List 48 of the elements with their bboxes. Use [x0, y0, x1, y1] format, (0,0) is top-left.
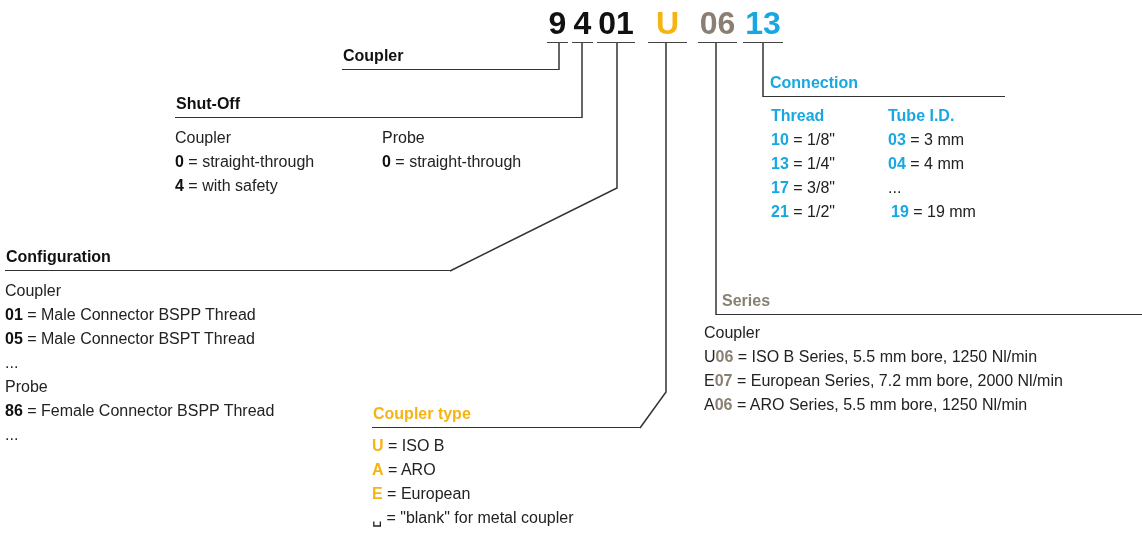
- code-description: 01 = Male Connector BSPP Thread: [5, 305, 256, 325]
- code-description: 21 = 1/2": [771, 202, 835, 222]
- code-description: 0 = straight-through: [382, 152, 522, 172]
- code-description: ...: [5, 353, 19, 373]
- code-description: 4 = with safety: [175, 176, 278, 196]
- section-heading: Connection: [763, 73, 1005, 97]
- code-character: 13: [743, 5, 783, 43]
- code-description: 0 = straight-through: [175, 152, 315, 172]
- column-heading: Tube I.D.: [888, 106, 955, 126]
- section-heading: Coupler: [342, 46, 559, 70]
- code-character: 06: [698, 5, 737, 43]
- code-description: 04 = 4 mm: [888, 154, 965, 174]
- code-description: E07 = European Series, 7.2 mm bore, 2000 Nl/min: [704, 371, 1063, 391]
- code-description: E = European: [372, 484, 471, 504]
- leader-line: [715, 42, 717, 316]
- leader-line: [762, 42, 764, 98]
- code-description: ...: [888, 178, 902, 198]
- code-character: 9: [547, 5, 568, 43]
- section-heading: Configuration: [5, 247, 450, 271]
- code-description: A06 = ARO Series, 5.5 mm bore, 1250 Nl/min: [704, 395, 1028, 415]
- section-heading: Shut-Off: [175, 94, 582, 118]
- code-description: 13 = 1/4": [771, 154, 835, 174]
- leader-line: [449, 42, 618, 272]
- code-description: Probe: [5, 377, 48, 397]
- code-character: 01: [597, 5, 635, 43]
- column-heading: Thread: [771, 106, 825, 126]
- code-description: U06 = ISO B Series, 5.5 mm bore, 1250 Nl/min: [704, 347, 1038, 367]
- code-description: U = ISO B: [372, 436, 445, 456]
- code-description: A = ARO: [372, 460, 436, 480]
- code-description: 19 = 19 mm: [891, 202, 976, 222]
- code-description: 03 = 3 mm: [888, 130, 965, 150]
- code-description: 10 = 1/8": [771, 130, 835, 150]
- code-description: 05 = Male Connector BSPT Thread: [5, 329, 255, 349]
- code-description: 86 = Female Connector BSPP Thread: [5, 401, 275, 421]
- code-description: ...: [5, 425, 19, 445]
- section-heading: Coupler type: [372, 404, 640, 428]
- code-description: Coupler: [5, 281, 62, 301]
- code-description: Coupler: [175, 128, 232, 148]
- code-description: ␣ = "blank" for metal coupler: [372, 508, 574, 528]
- leader-line: [558, 42, 560, 71]
- code-description: 17 = 3/8": [771, 178, 835, 198]
- code-character: U: [648, 5, 687, 43]
- code-character: 4: [572, 5, 593, 43]
- section-heading: Series: [716, 291, 1142, 315]
- code-description: Coupler: [704, 323, 761, 343]
- leader-line: [581, 42, 583, 119]
- code-description: Probe: [382, 128, 425, 148]
- leader-line: [639, 42, 667, 429]
